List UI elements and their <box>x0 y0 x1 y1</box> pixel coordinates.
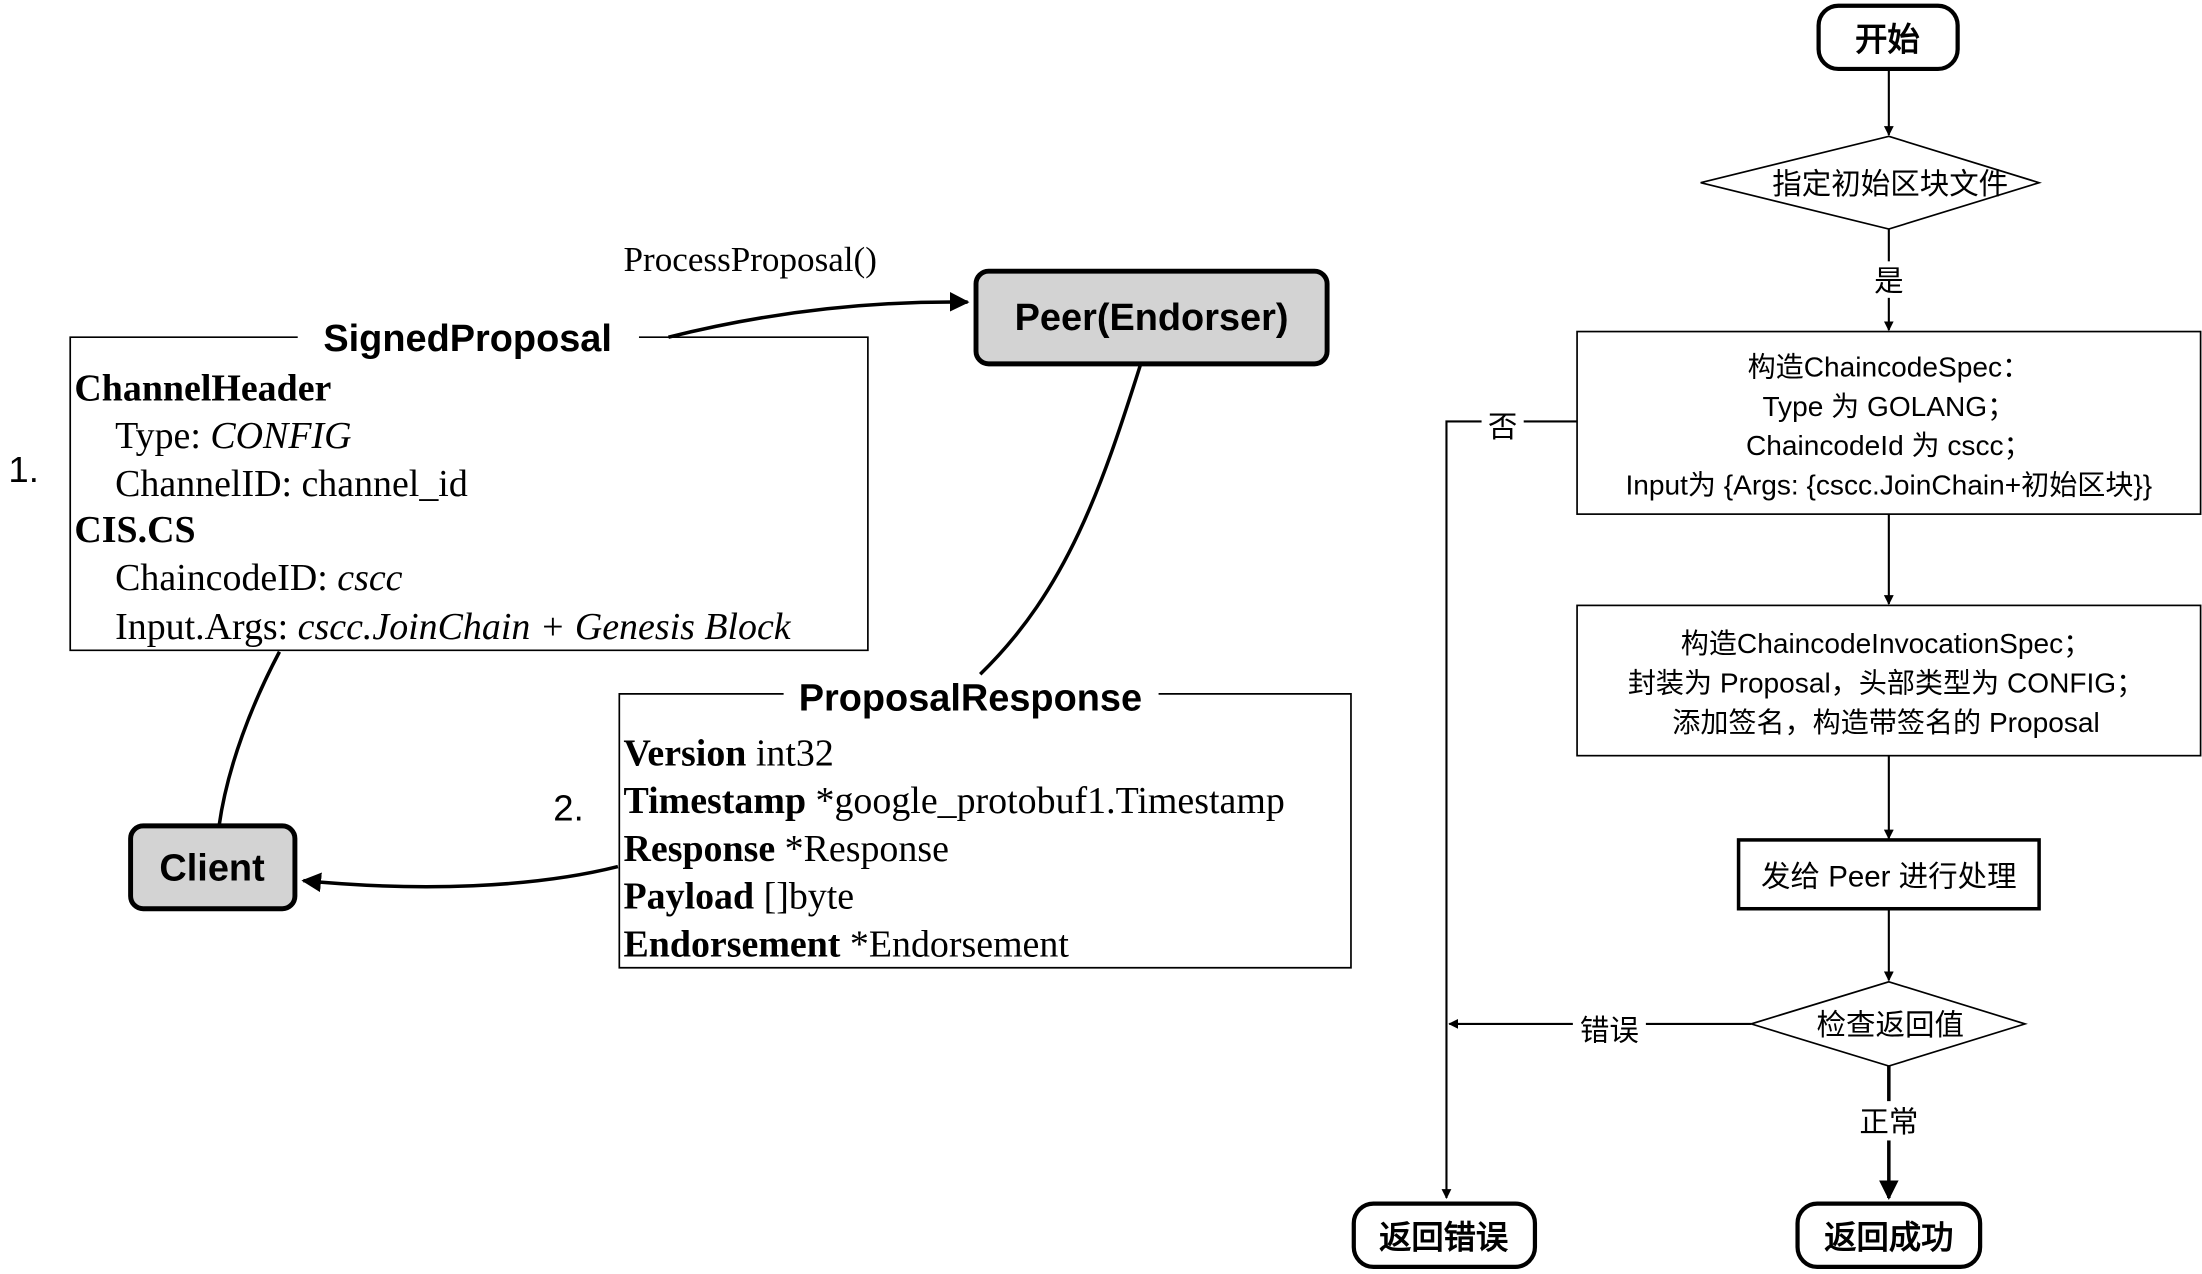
step-1-label: 1. <box>8 449 38 490</box>
chaincode-field: ChaincodeID: cscc <box>115 557 403 599</box>
return-success-node: 返回成功 <box>1795 1201 1983 1269</box>
normal-label: 正常 <box>1859 1107 1918 1139</box>
field-name: Payload <box>624 876 755 918</box>
cis-label: CIS.CS <box>74 509 195 551</box>
field-type: *google_protobuf1.Timestamp <box>806 780 1285 822</box>
peer-to-response-connector <box>979 364 1142 676</box>
invocation-line: 构造ChaincodeInvocationSpec； <box>1681 628 2091 659</box>
signed-proposal-box: SignedProposal ChannelHeader Type: CONFI… <box>69 318 869 652</box>
channel-id-field: ChannelID: channel_id <box>115 463 468 505</box>
spec-line: ChaincodeId 为 cscc； <box>1746 430 2032 461</box>
no-branch-line <box>1441 420 1578 1200</box>
return-success-label: 返回成功 <box>1824 1220 1953 1256</box>
field-response: Response *Response <box>624 828 949 870</box>
decision-genesis-label: 指定初始区块文件 <box>1772 168 2008 201</box>
channel-header-label: ChannelHeader <box>74 367 331 409</box>
field-name: Response <box>624 828 776 870</box>
step-2-label: 2. <box>553 787 583 828</box>
field-version: Version int32 <box>624 732 834 774</box>
field-name: Version <box>624 732 747 774</box>
decision-genesis-block: 指定初始区块文件 <box>1700 135 2042 230</box>
field-name: Timestamp <box>624 780 807 822</box>
process-proposal-arrow <box>668 292 970 339</box>
chaincode-label: ChaincodeID: <box>115 557 337 599</box>
response-to-client-arrow <box>301 864 619 893</box>
field-endorsement: Endorsement *Endorsement <box>624 923 1070 965</box>
field-name: Endorsement <box>624 923 841 965</box>
peer-endorser-label: Peer(Endorser) <box>1015 297 1289 339</box>
send-to-peer-box: 发给 Peer 进行处理 <box>1736 838 2041 911</box>
type-label: Type: <box>115 415 210 457</box>
field-type: []byte <box>754 876 854 918</box>
chaincode-value: cscc <box>337 557 402 599</box>
type-field: Type: CONFIG <box>115 415 351 457</box>
args-label: Input.Args: <box>115 606 298 648</box>
spec-line: Type 为 GOLANG； <box>1762 391 2015 422</box>
signed-proposal-title: SignedProposal <box>323 318 612 360</box>
start-node: 开始 <box>1816 3 1960 72</box>
client-to-proposal-connector <box>217 650 282 827</box>
spec-line: 构造ChaincodeSpec： <box>1748 351 2030 382</box>
field-payload: Payload []byte <box>624 876 855 918</box>
client-node: Client <box>128 823 298 912</box>
error-label: 错误 <box>1580 1015 1639 1048</box>
decision-check-return: 检查返回值 <box>1748 980 2028 1067</box>
proposal-response-title: ProposalResponse <box>799 678 1142 720</box>
yes-label: 是 <box>1874 266 1903 298</box>
start-label: 开始 <box>1855 22 1920 58</box>
return-error-label: 返回错误 <box>1379 1220 1509 1256</box>
spec-line: Input为 {Args: {cscc.JoinChain+初始区块}} <box>1625 469 2152 500</box>
field-type: *Response <box>775 828 949 870</box>
field-type: int32 <box>746 732 833 774</box>
peer-endorser-node: Peer(Endorser) <box>973 268 1330 367</box>
process-proposal-label: ProcessProposal() <box>624 240 877 279</box>
proposal-response-box: ProposalResponse Version int32 Timestamp… <box>618 678 1352 969</box>
invocation-spec-box: 构造ChaincodeInvocationSpec； 封装为 Proposal，… <box>1576 604 2202 757</box>
args-field: Input.Args: cscc.JoinChain + Genesis Blo… <box>115 606 792 648</box>
args-value: cscc.JoinChain + Genesis Block <box>298 606 792 648</box>
chaincode-spec-box: 构造ChaincodeSpec： Type 为 GOLANG； Chaincod… <box>1576 330 2202 515</box>
type-value: CONFIG <box>210 415 351 457</box>
field-type: *Endorsement <box>840 923 1069 965</box>
send-to-peer-label: 发给 Peer 进行处理 <box>1761 860 2017 893</box>
invocation-line: 添加签名，构造带签名的 Proposal <box>1672 707 2099 738</box>
return-error-node: 返回错误 <box>1351 1201 1538 1269</box>
field-timestamp: Timestamp *google_protobuf1.Timestamp <box>624 780 1285 822</box>
check-return-label: 检查返回值 <box>1817 1009 1964 1042</box>
no-label: 否 <box>1488 412 1517 444</box>
invocation-line: 封装为 Proposal，头部类型为 CONFIG； <box>1628 667 2144 698</box>
client-label: Client <box>159 848 265 890</box>
